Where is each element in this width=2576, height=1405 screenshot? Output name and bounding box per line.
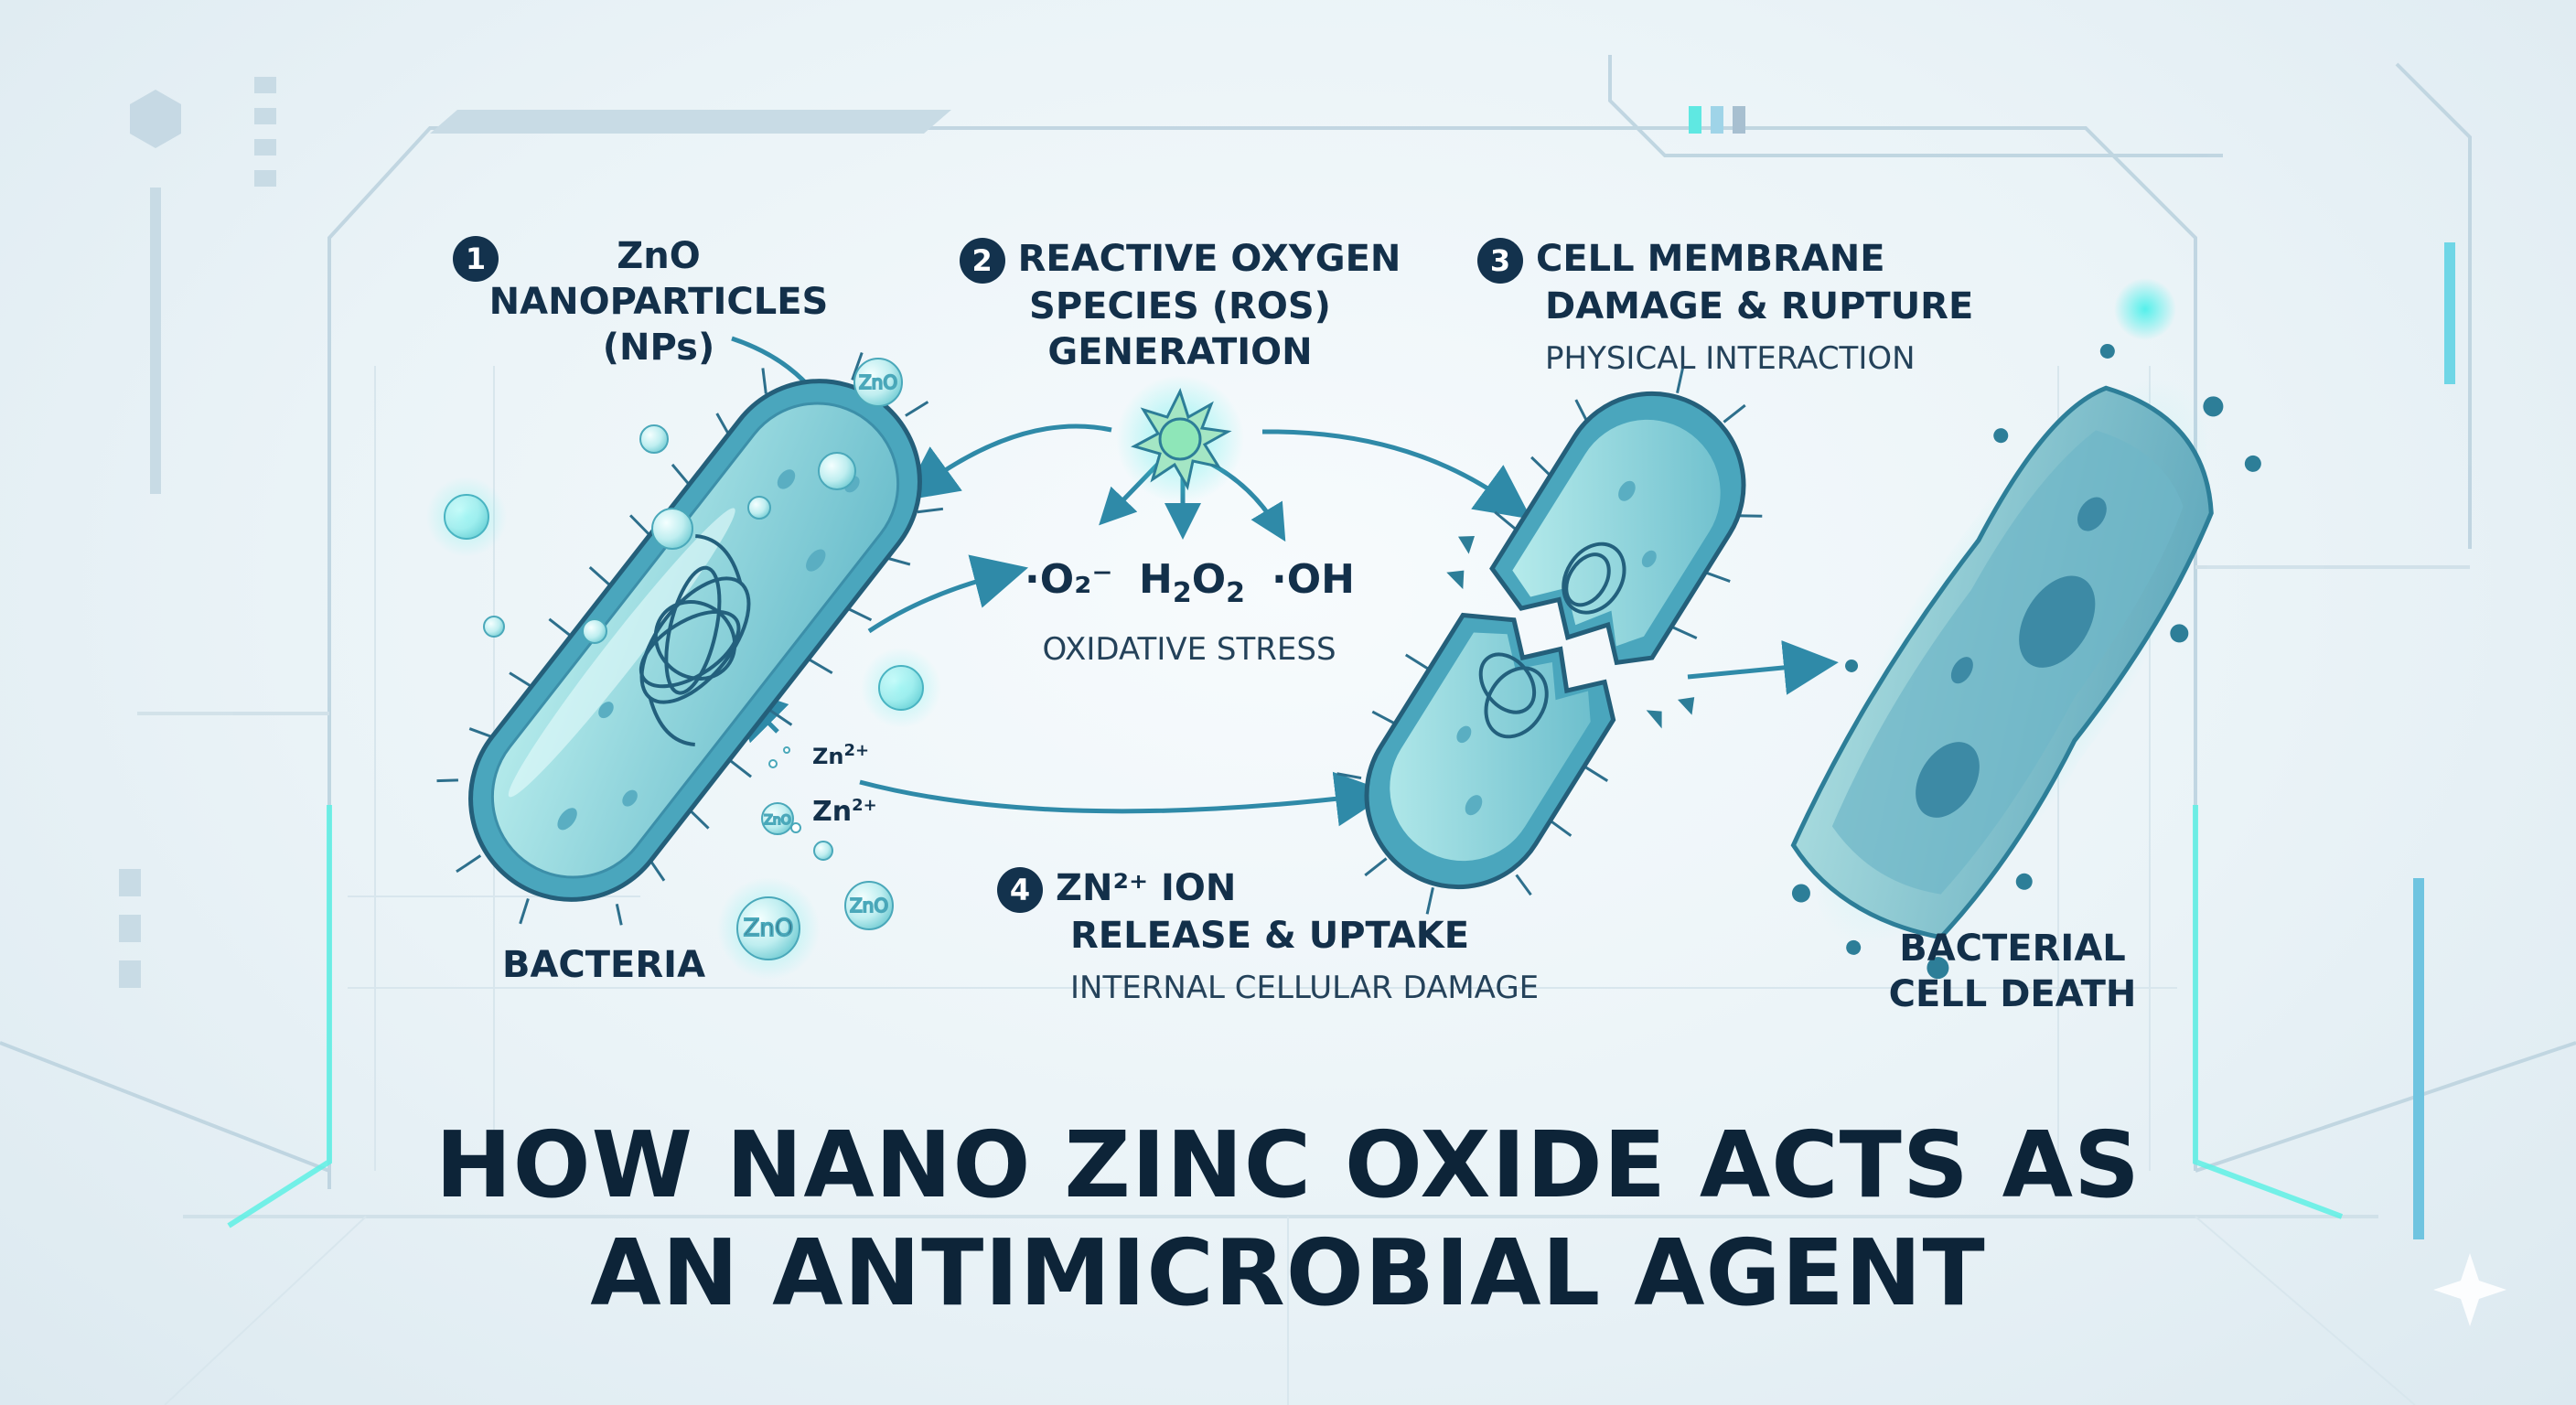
dead-bacterium bbox=[1766, 343, 2261, 980]
step-3-label: 3 CELL MEMBRANE DAMAGE & RUPTURE PHYSICAL… bbox=[1477, 236, 2045, 377]
zno-label: ZnO bbox=[859, 371, 897, 393]
step-1-title-line: ZnO bbox=[617, 235, 701, 277]
background-frame bbox=[0, 55, 2576, 1218]
ruptured-bacterium bbox=[1336, 366, 1763, 915]
nanoparticles bbox=[426, 424, 941, 861]
step-3-title-line: CELL MEMBRANE bbox=[1536, 238, 1885, 280]
glow-frame bbox=[227, 805, 2344, 1228]
process-arrows bbox=[730, 336, 1839, 827]
bacteria-label: BACTERIA bbox=[501, 944, 706, 986]
hexagon-decoration bbox=[130, 90, 181, 148]
step-2-title-line: SPECIES (ROS) bbox=[1029, 285, 1331, 327]
bar-decoration bbox=[119, 77, 951, 988]
step-4-title-line: RELEASE & UPTAKE bbox=[1070, 915, 1470, 957]
step-1-label: 1 ZnO NANOPARTICLES (NPs) bbox=[444, 233, 874, 370]
healthy-bacterium bbox=[436, 352, 944, 926]
cell-death-line: CELL DEATH bbox=[1888, 973, 2137, 1015]
main-title: HOW NANO ZINC OXIDE ACTS AS AN ANTIMICRO… bbox=[0, 1111, 2576, 1327]
step-2-label: 2 REACTIVE OXYGEN SPECIES (ROS) GENERATIO… bbox=[942, 236, 1418, 375]
zno-label: ZnO bbox=[744, 915, 794, 942]
cell-death-line: BACTERIAL bbox=[1899, 928, 2126, 970]
zn-ion-small: Zn2+ bbox=[812, 741, 870, 769]
step-4-label: 4 ZN²⁺ ION RELEASE & UPTAKE INTERNAL CELL… bbox=[997, 865, 1637, 1006]
dna-coil bbox=[639, 533, 751, 747]
step-3-title-line: DAMAGE & RUPTURE bbox=[1545, 285, 1974, 327]
step-4-number: 4 bbox=[997, 867, 1043, 913]
oxidative-stress-label: OXIDATIVE STRESS bbox=[1042, 631, 1336, 668]
main-title-line-2: AN ANTIMICROBIAL AGENT bbox=[590, 1219, 1986, 1326]
step-2-title-line: GENERATION bbox=[1047, 331, 1313, 373]
step-2-title-line: REACTIVE OXYGEN bbox=[1017, 238, 1401, 280]
zno-particles: ZnO ZnO ZnO ZnO bbox=[717, 358, 903, 980]
main-title-line-1: HOW NANO ZINC OXIDE ACTS AS bbox=[435, 1111, 2141, 1218]
superoxide-label: ·O₂⁻ bbox=[1025, 556, 1113, 603]
hydrogen-peroxide-label: H2O2 bbox=[1139, 556, 1245, 609]
step-3-number: 3 bbox=[1477, 238, 1523, 284]
step-3-subtitle: PHYSICAL INTERACTION bbox=[1545, 340, 1916, 377]
step-1-title-line: NANOPARTICLES bbox=[488, 281, 829, 323]
step-1-number: 1 bbox=[453, 236, 499, 282]
zno-label: ZnO bbox=[850, 895, 888, 917]
indicator-decoration bbox=[1689, 106, 2506, 1326]
cell-death-label: BACTERIAL CELL DEATH bbox=[1857, 926, 2168, 1017]
ros-sun-icon bbox=[1116, 375, 1244, 503]
step-2-number: 2 bbox=[959, 238, 1005, 284]
hydroxyl-label: ·OH bbox=[1272, 556, 1355, 603]
step-4-title-line: ZN²⁺ ION bbox=[1056, 867, 1237, 909]
step-4-subtitle: INTERNAL CELLULAR DAMAGE bbox=[1070, 970, 1540, 1006]
step-1-title-line: (NPs) bbox=[602, 327, 715, 369]
zn-ion-large: Zn2+ bbox=[812, 796, 877, 828]
zno-label: ZnO bbox=[764, 813, 790, 828]
